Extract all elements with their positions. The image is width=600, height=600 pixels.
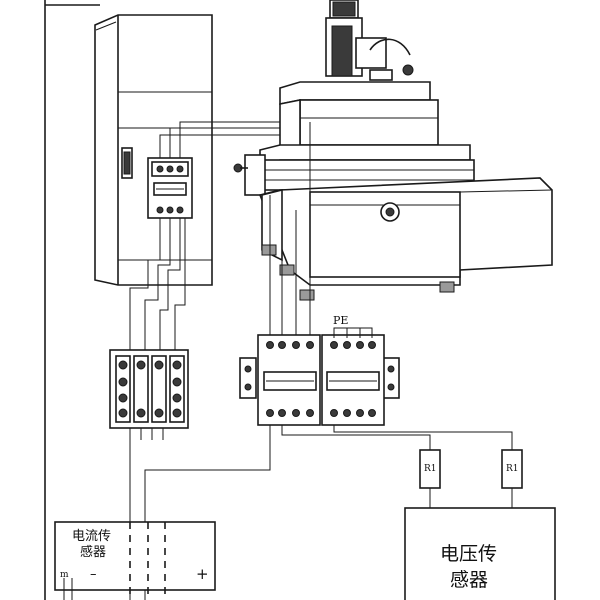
cabinet-wiring: [129, 118, 310, 600]
coolant-hose: [369, 38, 411, 56]
machine-foot: [279, 264, 295, 276]
voltage-sensor-label: 电压传 感器: [440, 543, 503, 591]
r1-left-label: R1: [424, 464, 437, 474]
voltage-sensor: [404, 507, 556, 600]
contactor-block: [239, 327, 400, 426]
machine-foot: [299, 289, 315, 301]
cabinet-breaker: [147, 157, 193, 219]
r1-right-label: R1: [506, 464, 519, 474]
current-sensor: [54, 521, 216, 600]
left-terminal-block: [109, 349, 189, 440]
terminal-m-label: m: [60, 570, 69, 580]
machine-foot: [439, 281, 455, 293]
resistor-left: [419, 449, 441, 508]
pe-label: PE: [333, 314, 348, 327]
machine-foot: [261, 244, 277, 256]
terminal-plus-label: +: [196, 565, 209, 583]
edm-machine: [233, 0, 553, 301]
electrical-cabinet: [94, 14, 213, 286]
resistor-right: [501, 449, 523, 508]
current-sensor-label: 电流传 感器: [72, 529, 115, 560]
machine-wiring: [269, 122, 311, 335]
terminal-minus-label: –: [90, 567, 97, 582]
